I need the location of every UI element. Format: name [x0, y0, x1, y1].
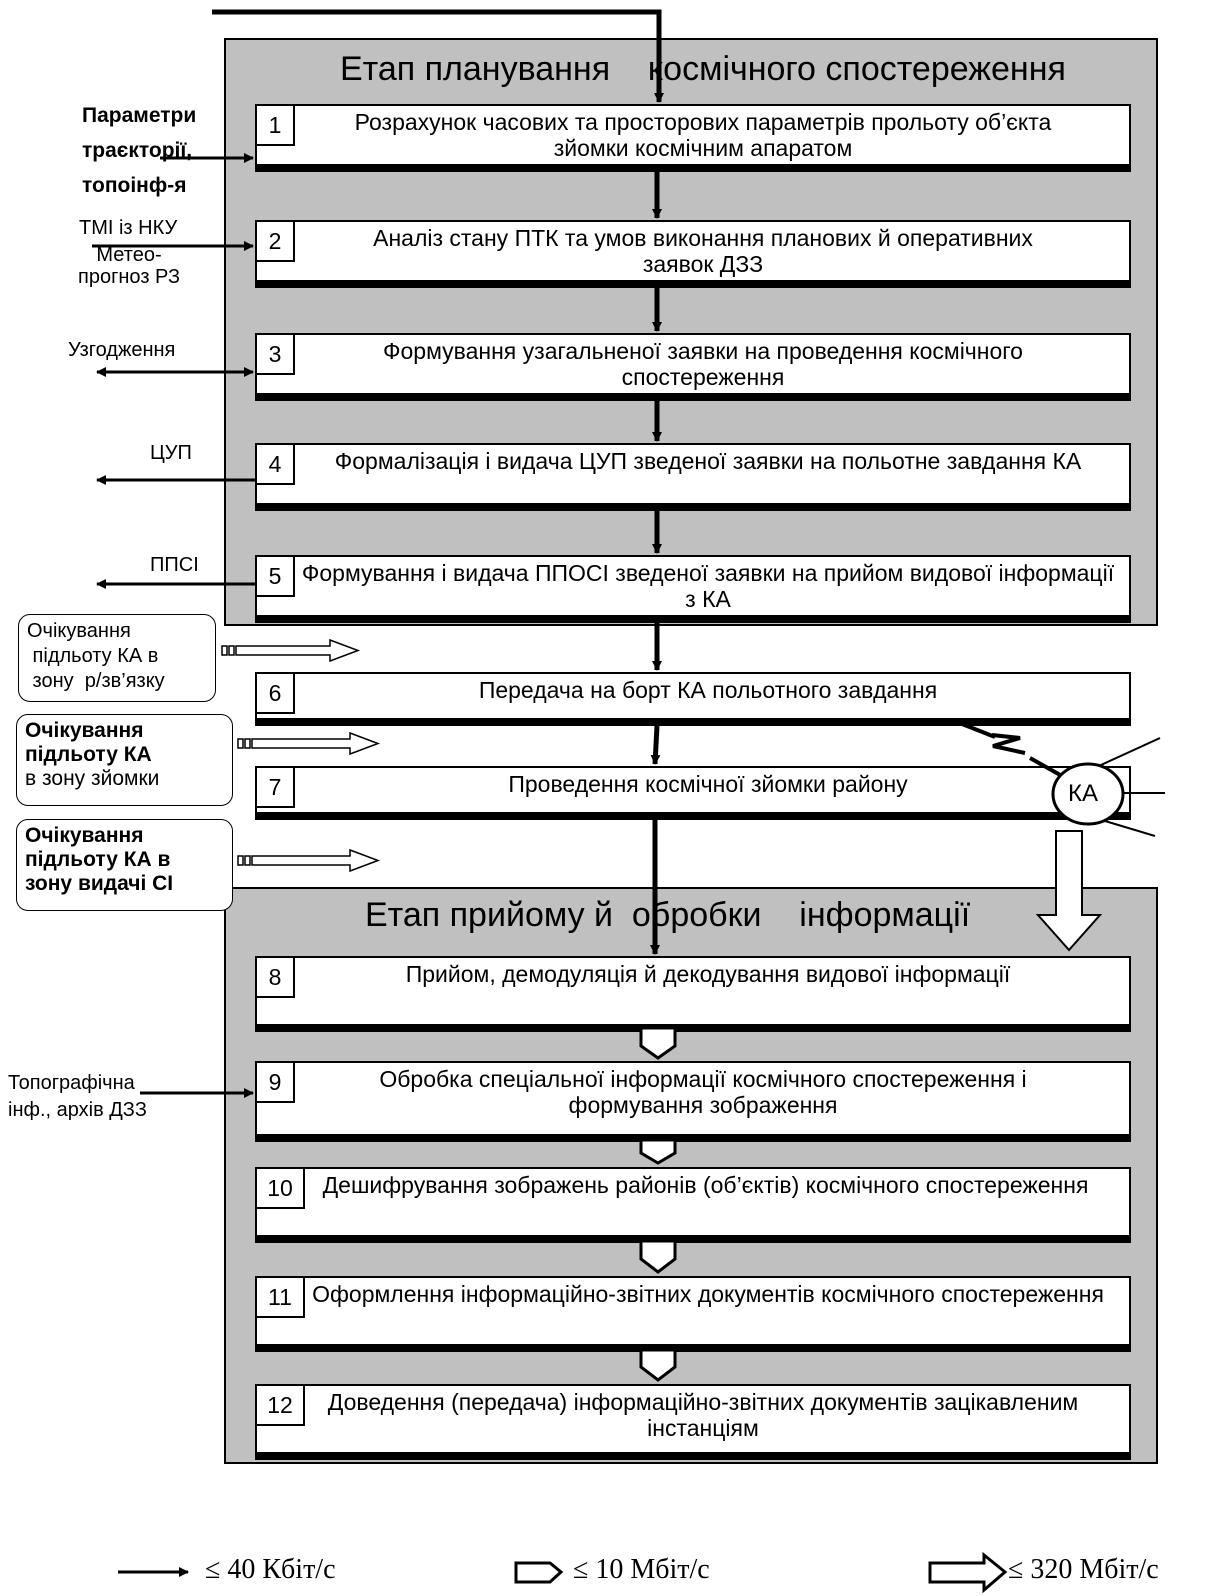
- step-text: Обробка спеціальної інформації космічног…: [379, 1066, 1027, 1118]
- agreement-label: Узгодження: [68, 339, 176, 361]
- tmi-label: ТМІ із НКУ: [79, 217, 178, 239]
- step-number: 8: [257, 958, 295, 998]
- legend-large-hollow-label: ≤ 320 Мбіт/с: [1008, 1554, 1159, 1585]
- step-number: 2: [257, 222, 295, 262]
- wait-delivery-zone-bubble: Очікування підльоту КА в зону видачі СІ: [16, 819, 233, 911]
- step-number: 10: [257, 1169, 305, 1209]
- step-box-4: 4 Формалізація і видача ЦУП зведеної зая…: [255, 443, 1131, 505]
- step-number: 7: [257, 768, 295, 808]
- step-box-9: 9 Обробка спеціальної інформації космічн…: [255, 1061, 1131, 1136]
- planning-stage-title: Етап планування космічного спостереження: [340, 50, 1066, 88]
- ppsi-label: ППСІ: [150, 554, 199, 576]
- large-hollow-downlink-arrow: [1035, 830, 1103, 952]
- satellite-icon: [1051, 737, 1165, 837]
- step-text: Розрахунок часових та просторових параме…: [354, 109, 1052, 161]
- step-text: Аналіз стану ПТК та умов виконання плано…: [373, 225, 1033, 277]
- step-text: Проведення космічної зйомки району: [508, 771, 908, 797]
- step-number: 5: [257, 557, 295, 597]
- hollow-arrow-3: [237, 848, 381, 873]
- step-box-8: 8 Прийом, демодуляція й декодування видо…: [255, 956, 1131, 1026]
- small-hollow-arrow-icon: [514, 1561, 564, 1584]
- hollow-arrow-2: [237, 731, 381, 756]
- step-text: Дешифрування зображень районів (об’єктів…: [322, 1172, 1089, 1198]
- legend-small-hollow-label: ≤ 10 Мбіт/с: [573, 1554, 710, 1585]
- step-box-12: 12 Доведення (передача) інформаційно-зві…: [255, 1384, 1131, 1454]
- step-box-3: 3 Формування узагальненої заявки на пров…: [255, 333, 1131, 395]
- satellite-link: [956, 720, 1063, 778]
- step-number: 6: [257, 674, 295, 714]
- satellite-label: КА: [1068, 780, 1098, 807]
- step-text: Передача на борт КА польотного завдання: [478, 677, 938, 703]
- step-text: Прийом, демодуляція й декодування видово…: [405, 961, 1011, 987]
- step-number: 9: [257, 1063, 295, 1103]
- wait-shooting-zone-bubble: Очікування підльоту КА в зону зйомки: [16, 714, 233, 806]
- step-number: 11: [257, 1278, 305, 1318]
- large-hollow-arrow-icon: [928, 1551, 1008, 1594]
- step-box-5: 5 Формування і видача ППОСІ зведеної зая…: [255, 555, 1131, 617]
- step-text: Формування узагальненої заявки на провед…: [383, 338, 1023, 390]
- step-box-10: 10 Дешифрування зображень районів (об’єк…: [255, 1167, 1131, 1237]
- step-box-11: 11 Оформлення інформаційно-звітних докум…: [255, 1276, 1131, 1346]
- legend-thin-arrow-label: ≤ 40 Кбіт/с: [205, 1554, 336, 1585]
- step-box-1: 1 Розрахунок часових та просторових пара…: [255, 104, 1131, 166]
- side-arrows: [92, 153, 255, 1098]
- legend-icons: [118, 1551, 1008, 1594]
- step-text: Доведення (передача) інформаційно-звітни…: [327, 1389, 1079, 1441]
- step-number: 4: [257, 445, 295, 485]
- wait-radio-zone-bubble: Очікування підльоту КА в зону р/зв’язку: [18, 614, 216, 702]
- step-text: Формалізація і видача ЦУП зведеної заявк…: [334, 448, 1082, 474]
- step-text: Оформлення інформаційно-звітних документ…: [312, 1281, 1104, 1307]
- step-box-6: 6 Передача на борт КА польотного завданн…: [255, 672, 1131, 720]
- step-box-2: 2 Аналіз стану ПТК та умов виконання пла…: [255, 220, 1131, 282]
- step-text: Формування і видача ППОСІ зведеної заявк…: [301, 560, 1115, 612]
- incoming-top-arrow: [212, 9, 664, 103]
- flow-arrows: [650, 172, 662, 955]
- step-number: 1: [257, 106, 295, 146]
- small-hollow-flow-arrows: [639, 1026, 677, 1382]
- step-number: 12: [257, 1386, 305, 1426]
- hollow-arrow-1: [221, 638, 361, 663]
- meteo-label: Метео- прогноз РЗ: [78, 244, 181, 288]
- wait-hollow-arrows: [221, 638, 381, 873]
- topographic-info-label: Топографічна інф., архів ДЗЗ: [8, 1072, 147, 1121]
- step-number: 3: [257, 335, 295, 375]
- step-box-7: 7 Проведення космічної зйомки району: [255, 766, 1131, 814]
- trajectory-params-label: Параметри траєкторії, топоінф-я: [82, 104, 197, 197]
- tsup-label: ЦУП: [150, 442, 192, 464]
